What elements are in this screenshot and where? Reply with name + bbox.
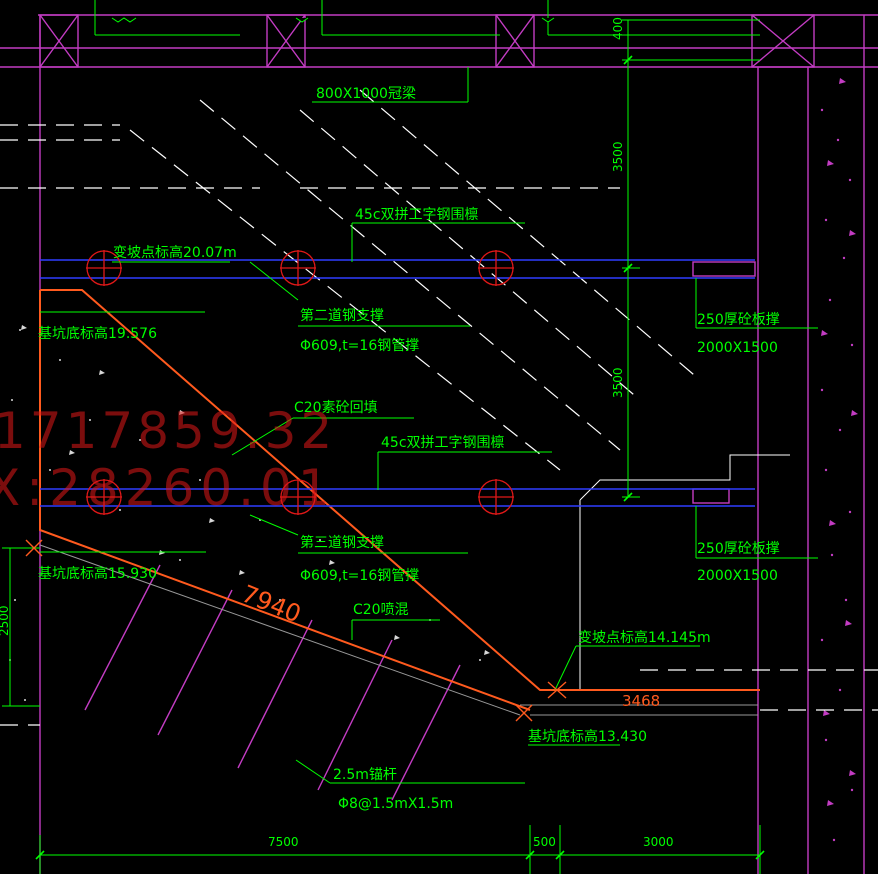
labels-group: 800X1000冠梁 45c双拼工字钢围檩 变坡点标高20.07m 基坑底标高1… <box>38 86 780 812</box>
strut-circle <box>86 250 122 286</box>
steel-struts <box>86 250 514 515</box>
dim-bottom-1: 7500 <box>268 835 299 849</box>
reference-dashes <box>0 89 878 726</box>
dim-spacing-2: 3500 <box>611 367 625 398</box>
strut-circle <box>86 479 122 515</box>
leader-lines <box>2 0 818 874</box>
dimension-ticks <box>35 55 765 860</box>
soil-hatch-right <box>820 78 858 842</box>
backfill-texture <box>9 325 490 701</box>
strut-3-title: 第三道钢支撑 <box>300 534 384 551</box>
coordinate-overlay: 1717859.32 X:28260.01 <box>0 402 336 517</box>
dim-left-height: 2500 <box>0 605 11 636</box>
ground-ticks <box>111 17 555 23</box>
elevation-markers <box>25 539 567 722</box>
strut-circle <box>478 250 514 286</box>
strut-circle <box>478 479 514 515</box>
strut-2-spec: Φ609,t=16钢管撑 <box>300 338 419 354</box>
purlin-lines <box>40 259 755 507</box>
bracket-2-spec: 2000X1500 <box>697 568 778 584</box>
coord-y-text: X:28260.01 <box>0 459 336 517</box>
dim-top-gap: 400 <box>611 17 625 40</box>
strut-circle <box>280 250 316 286</box>
bracket-1-title: 250厚砼板撑 <box>697 312 780 328</box>
dim-bottom-2: 500 <box>533 835 556 849</box>
pit-bottom-3-label: 基坑底标高13.430 <box>528 728 647 745</box>
pit-bottom-1-label: 基坑底标高19.576 <box>38 325 157 342</box>
dimension-texts: 400 3500 3500 2500 7500 500 3000 <box>0 17 674 849</box>
excavation-profile <box>39 289 760 711</box>
frame-lines <box>0 14 878 874</box>
purlin-2-label: 45c双拼工字钢围檩 <box>381 434 505 451</box>
purlin-1-label: 45c双拼工字钢围檩 <box>355 206 479 223</box>
anchor-title: 2.5m锚杆 <box>333 767 397 783</box>
slope-elev-1-label: 变坡点标高20.07m <box>113 244 237 261</box>
bracket-1-spec: 2000X1500 <box>697 340 778 356</box>
bracket-2-title: 250厚砼板撑 <box>697 541 780 557</box>
dim-bottom-length: 3468 <box>622 692 660 710</box>
slope-elev-2-label: 变坡点标高14.145m <box>578 629 711 646</box>
crown-beam-label: 800X1000冠梁 <box>316 86 416 102</box>
shotcrete-lines <box>39 544 758 716</box>
strut-circle <box>280 479 316 515</box>
shotcrete-label: C20喷混 <box>353 602 409 618</box>
dim-bottom-3: 3000 <box>643 835 674 849</box>
strut-3-spec: Φ609,t=16钢管撑 <box>300 568 419 584</box>
coord-x-text: 1717859.32 <box>0 402 336 460</box>
ref-solid-white <box>579 454 790 690</box>
anchor-spec: Φ8@1.5mX1.5m <box>338 796 453 812</box>
dim-spacing-1: 3500 <box>611 141 625 172</box>
c20-backfill-label: C20素砼回填 <box>294 400 378 416</box>
strut-2-title: 第二道钢支撑 <box>300 307 384 324</box>
pit-bottom-2-label: 基坑底标高15.930 <box>38 565 157 582</box>
dim-slope-length: 7940 <box>238 580 305 629</box>
